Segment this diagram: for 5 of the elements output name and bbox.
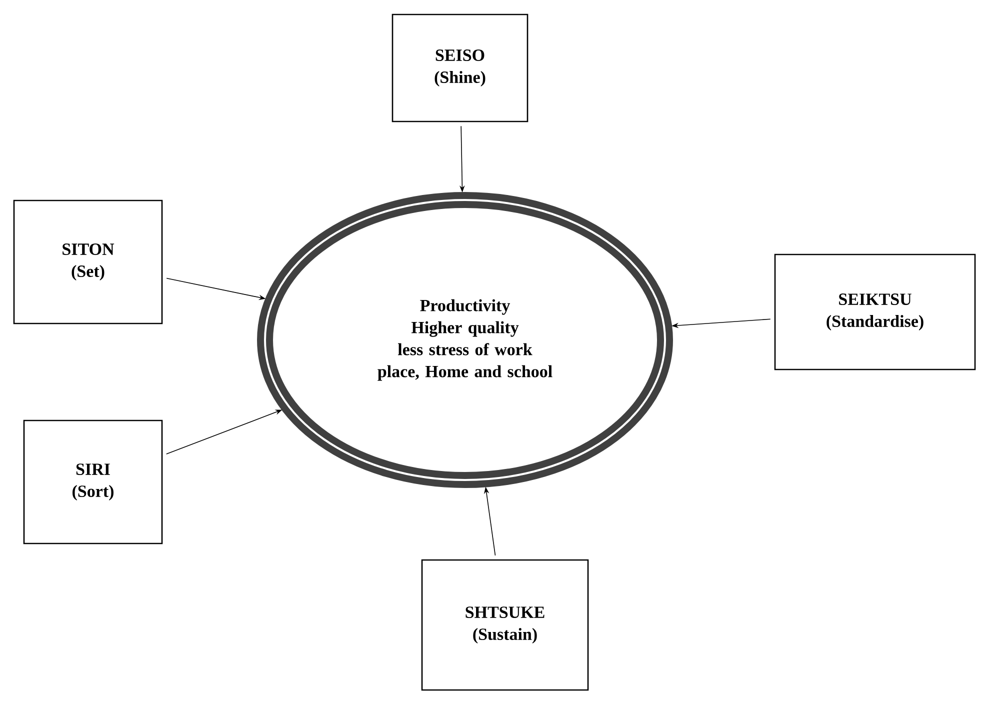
step-box: SIRI (Sort) — [23, 420, 163, 544]
step-box: SEISO (Shine) — [392, 14, 528, 122]
step-box: SEIKTSU (Standardise) — [774, 254, 976, 370]
step-box: SITON (Set) — [13, 200, 163, 324]
step-box: SHTSUKE (Sustain) — [421, 559, 589, 691]
